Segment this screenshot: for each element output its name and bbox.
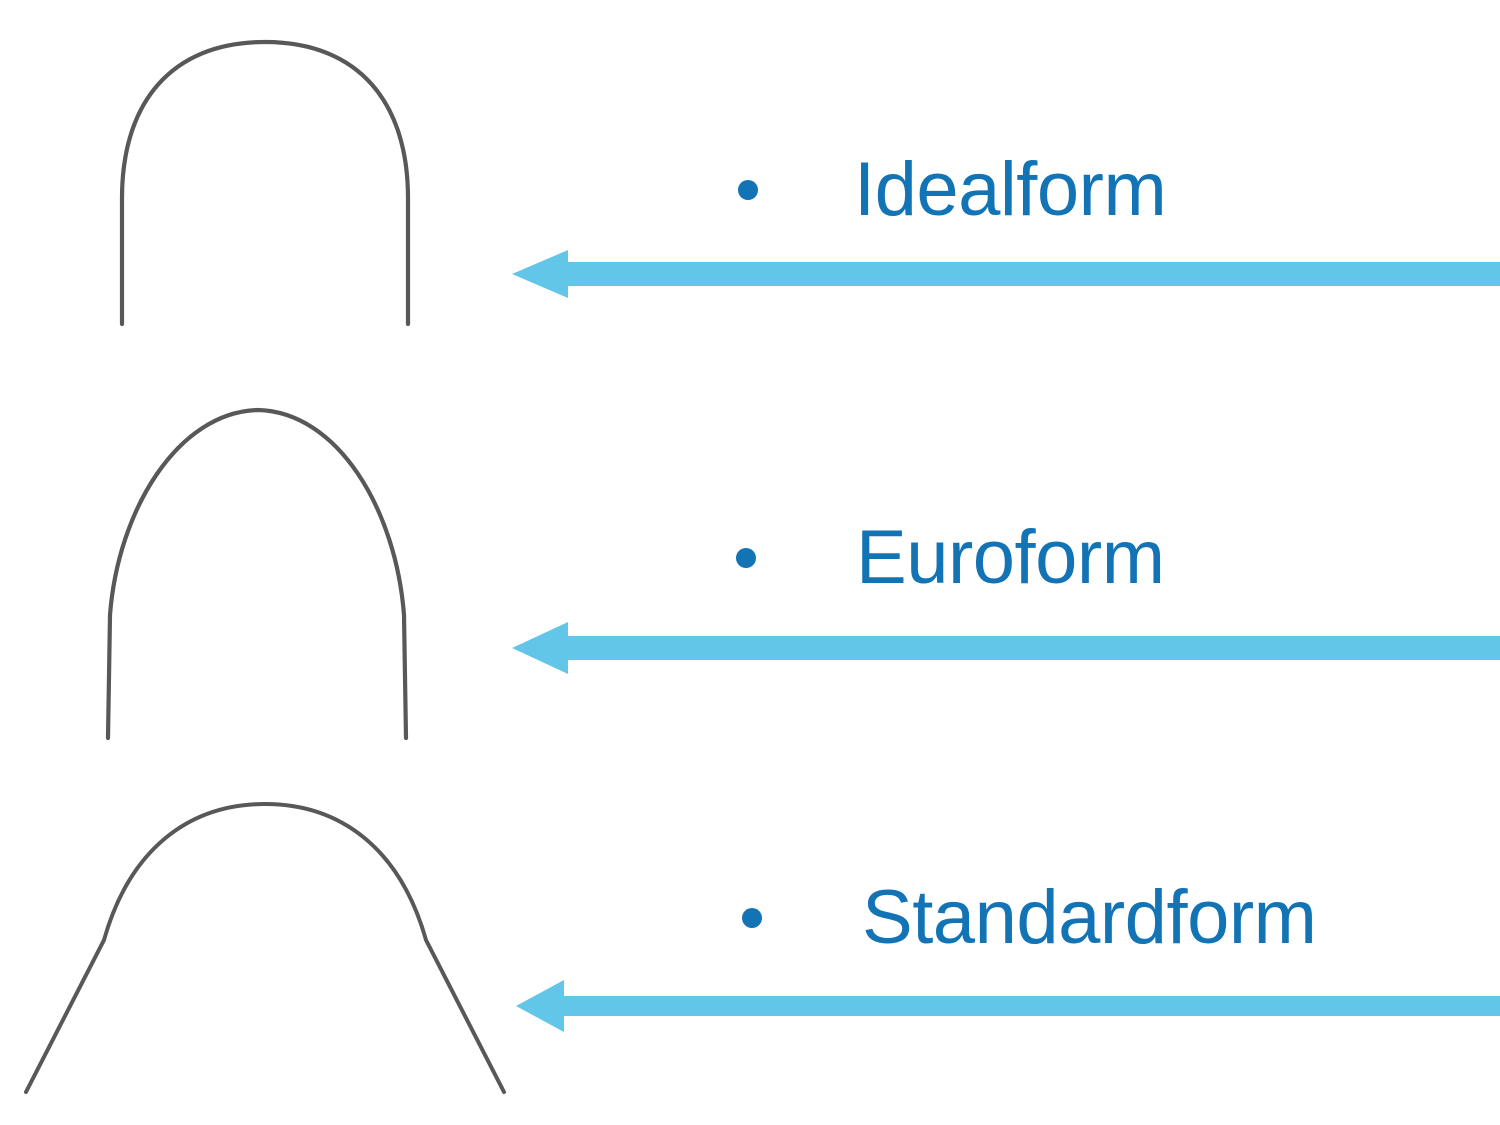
list-item-label: Standardform bbox=[862, 875, 1317, 960]
bullet-icon bbox=[736, 548, 756, 568]
list-item[interactable]: Standardform bbox=[742, 875, 1317, 960]
bullet-icon bbox=[742, 908, 762, 928]
left-arrow-icon bbox=[508, 248, 1500, 300]
archwire-tapered-euroform bbox=[0, 400, 520, 745]
left-arrow-icon bbox=[512, 978, 1500, 1034]
list-item-label: Euroform bbox=[856, 515, 1165, 600]
list-item-label: Idealform bbox=[854, 147, 1167, 232]
bullet-icon bbox=[738, 180, 758, 200]
archwire-ovoid-idealform bbox=[0, 18, 520, 338]
left-arrow-icon bbox=[508, 620, 1500, 676]
list-item[interactable]: Idealform bbox=[738, 147, 1167, 232]
list-item[interactable]: Euroform bbox=[736, 520, 1165, 596]
archwire-square-standardform bbox=[0, 790, 520, 1098]
